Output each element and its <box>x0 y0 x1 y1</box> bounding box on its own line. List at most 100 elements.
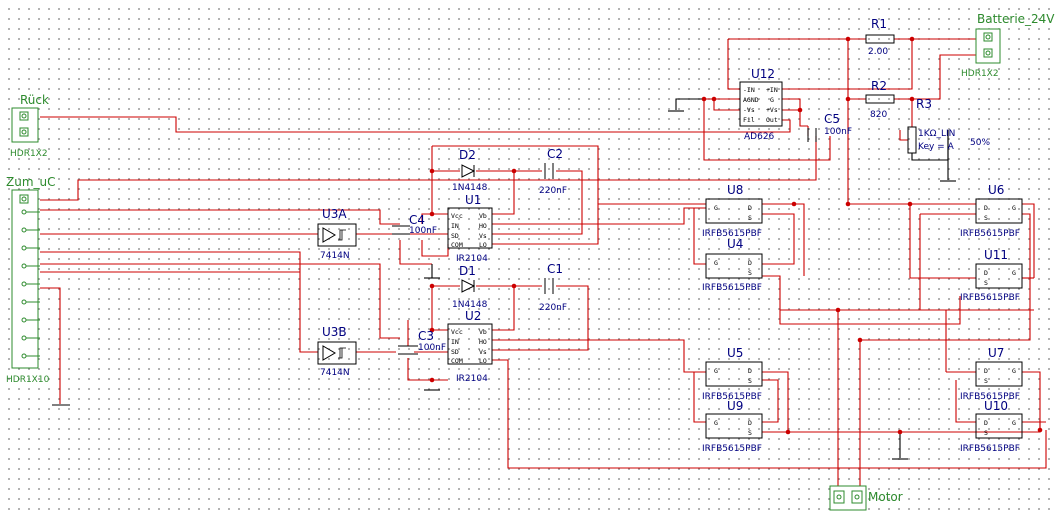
wires <box>40 38 1047 496</box>
diode-d1[interactable]: D1 1N4148 <box>452 264 488 310</box>
schmitt-u3b[interactable]: U3B 7414N <box>317 325 357 378</box>
svg-text:S: S <box>984 377 988 385</box>
svg-text:COM: COM <box>451 357 463 365</box>
capacitor-c1[interactable]: C1 220nF <box>539 262 567 313</box>
capacitor-c2[interactable]: C2 220nF <box>539 147 567 196</box>
capacitor-c3[interactable]: C3 100nF <box>398 329 446 355</box>
u9-part: IRFB5615PBF <box>702 444 762 454</box>
svg-text:SD: SD <box>451 348 459 356</box>
u3a-ref: U3A <box>322 207 347 221</box>
batterie-footprint: HDR1X2 <box>961 69 999 79</box>
u2-ref: U2 <box>465 309 481 323</box>
svg-text:HO: HO <box>479 222 487 230</box>
svg-text:+IN: +IN <box>766 86 778 94</box>
u8-part: IRFB5615PBF <box>702 229 762 239</box>
svg-text:G: G <box>714 204 718 212</box>
svg-text:D: D <box>748 204 752 212</box>
connector-motor[interactable]: Motor <box>829 485 903 511</box>
capacitor-c4[interactable]: C4 100nF <box>392 213 437 236</box>
svg-text:AGND: AGND <box>743 96 759 104</box>
u8-ref: U8 <box>727 183 743 197</box>
svg-text:D: D <box>748 259 752 267</box>
mosfet-u8[interactable]: G D S U8 IRFB5615PBF <box>702 183 763 239</box>
u3b-ref: U3B <box>322 325 347 339</box>
u7-part: IRFB5615PBF <box>960 392 1020 402</box>
svg-text:S: S <box>748 429 752 437</box>
rueck-name: Rück <box>20 93 49 107</box>
mosfet-u9[interactable]: G D S U9 IRFB5615PBF <box>702 399 763 454</box>
u11-ref: U11 <box>984 248 1008 262</box>
svg-text:D: D <box>748 367 752 375</box>
svg-text:D: D <box>748 419 752 427</box>
schmitt-u3a[interactable]: U3A 7414N <box>317 207 357 261</box>
mosfet-u4[interactable]: G D S U4 IRFB5615PBF <box>702 237 763 293</box>
svg-text:G: G <box>1012 419 1016 427</box>
r1-ref: R1 <box>871 17 887 31</box>
svg-text:IN: IN <box>451 338 459 346</box>
svg-text:S: S <box>984 279 988 287</box>
u10-part: IRFB5615PBF <box>960 444 1020 454</box>
u5-ref: U5 <box>727 346 743 360</box>
svg-text:S: S <box>984 214 988 222</box>
u1-part: IR2104 <box>456 254 488 264</box>
mosfet-u6[interactable]: D S G U6 IRFB5615PBF <box>960 183 1023 239</box>
c4-value: 100nF <box>409 226 437 236</box>
rueck-footprint: HDR1X2 <box>10 149 48 159</box>
zum-uc-name: Zum_uC <box>6 175 56 189</box>
svg-text:G: G <box>1012 204 1016 212</box>
r1-value: 2.00 <box>868 47 888 57</box>
u3b-part: 7414N <box>320 368 350 378</box>
r2-value: 820 <box>870 110 887 120</box>
capacitor-c5[interactable]: C5 100nF <box>807 112 852 142</box>
u3a-part: 7414N <box>320 251 350 261</box>
svg-text:D: D <box>984 367 988 375</box>
ic-u12[interactable]: -IN AGND -Vs Fil +IN G +Vs Out U12 AD626 <box>739 67 783 142</box>
r3-value: 1KΩ_LIN <box>918 129 955 139</box>
u7-ref: U7 <box>988 346 1004 360</box>
c1-ref: C1 <box>547 262 563 276</box>
svg-text:SD: SD <box>451 232 459 240</box>
d2-part: 1N4148 <box>452 183 488 193</box>
u5-part: IRFB5615PBF <box>702 392 762 402</box>
connector-rueck[interactable]: Rück HDR1X2 <box>10 93 49 159</box>
mosfet-u11[interactable]: D S G U11 IRFB5615PBF <box>960 248 1023 303</box>
svg-text:G: G <box>1012 367 1016 375</box>
mosfet-u7[interactable]: D S G U7 IRFB5615PBF <box>960 346 1023 402</box>
svg-text:LO: LO <box>479 241 487 249</box>
u10-ref: U10 <box>984 399 1008 413</box>
c5-ref: C5 <box>824 112 840 126</box>
mosfet-u5[interactable]: G D S U5 IRFB5615PBF <box>702 346 763 402</box>
svg-text:S: S <box>748 214 752 222</box>
potentiometer-r3[interactable]: R3 1KΩ_LIN Key = A 50% <box>907 97 990 161</box>
c3-ref: C3 <box>418 329 434 343</box>
svg-text:-IN: -IN <box>743 86 755 94</box>
u9-ref: U9 <box>727 399 743 413</box>
r3-ref: R3 <box>916 97 932 111</box>
svg-text:Vs: Vs <box>479 348 487 356</box>
svg-text:G: G <box>714 367 718 375</box>
svg-text:D: D <box>984 419 988 427</box>
u12-ref: U12 <box>751 67 775 81</box>
svg-text:S: S <box>984 429 988 437</box>
svg-text:Fil: Fil <box>743 116 755 124</box>
diode-d2[interactable]: D2 1N4148 <box>452 148 488 193</box>
motor-name: Motor <box>868 490 903 504</box>
u2-part: IR2104 <box>456 374 488 384</box>
u12-part: AD626 <box>744 132 775 142</box>
u4-part: IRFB5615PBF <box>702 283 762 293</box>
ic-u1[interactable]: Vcc IN SD COM Vb HO Vs LO U1 IR2104 <box>447 193 493 264</box>
svg-text:-Vs: -Vs <box>743 106 755 114</box>
mosfet-u10[interactable]: D S G U10 IRFB5615PBF <box>960 399 1023 454</box>
resistor-r1[interactable]: R1 2.00 <box>865 17 895 57</box>
connector-batterie[interactable]: Batterie_24V HDR1X2 <box>961 12 1055 79</box>
svg-text:Vb: Vb <box>479 328 487 336</box>
svg-text:G: G <box>714 259 718 267</box>
svg-text:D: D <box>984 269 988 277</box>
svg-text:Vs: Vs <box>479 232 487 240</box>
connector-zum-uc[interactable]: Zum_uC HDR1X10 <box>6 175 56 385</box>
c4-ref: C4 <box>409 213 425 227</box>
ic-u2[interactable]: Vcc IN SD COM Vb HO Vs LO U2 IR2104 <box>447 309 493 384</box>
u6-part: IRFB5615PBF <box>960 229 1020 239</box>
resistor-r2[interactable]: R2 820 <box>865 79 895 120</box>
